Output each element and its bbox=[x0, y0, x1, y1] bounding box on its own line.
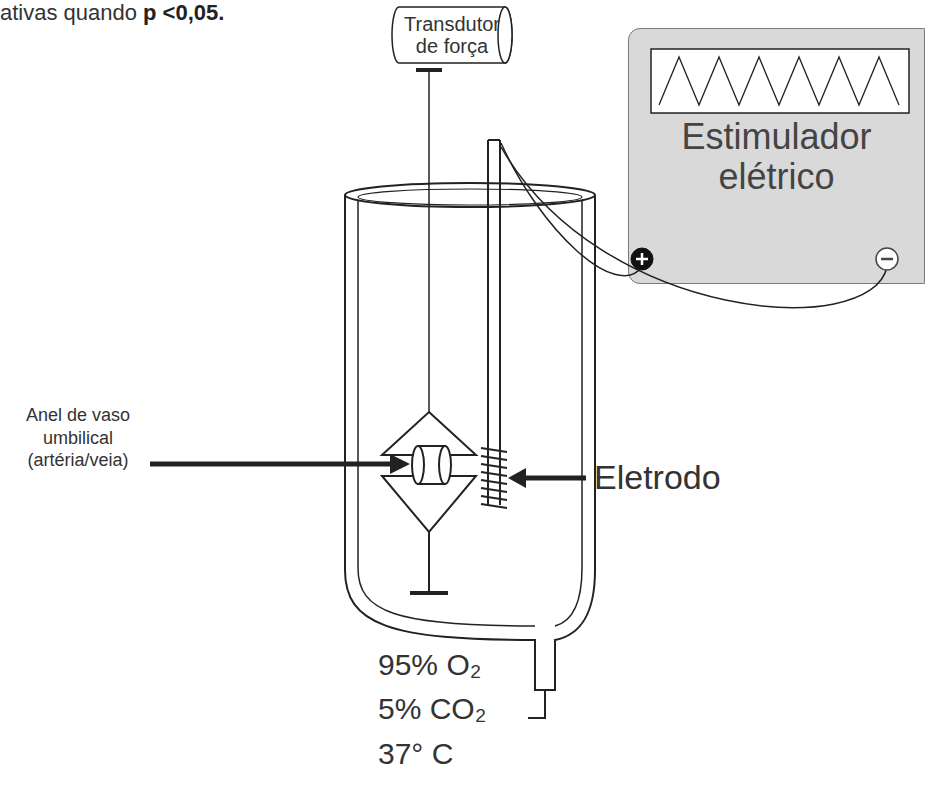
pointer-arrowhead bbox=[390, 454, 410, 474]
positive-terminal bbox=[631, 248, 653, 270]
electrode-coil bbox=[481, 448, 507, 508]
node-label: Estimulador elétrico bbox=[635, 117, 918, 196]
vessel-ring-end bbox=[412, 446, 424, 484]
pointer-arrowhead bbox=[508, 468, 526, 488]
node-label: Transdutor de força bbox=[398, 13, 506, 57]
pointer-arrow bbox=[524, 476, 586, 481]
electrode-tube bbox=[488, 139, 500, 141]
holder-stem bbox=[428, 532, 430, 592]
organ-bath-rim bbox=[345, 183, 595, 207]
pointer-arrow bbox=[150, 462, 392, 467]
gas-inlet-line bbox=[528, 690, 545, 718]
callout-label: Anel de vaso umbilical (artéria/veia) bbox=[8, 404, 148, 472]
cylinder-end bbox=[498, 7, 512, 63]
plus-sign bbox=[636, 253, 648, 265]
negative-terminal bbox=[876, 248, 898, 270]
vessel-ring-end bbox=[439, 446, 451, 484]
transducer-cylinder: Transdutor de força bbox=[392, 6, 512, 64]
stimulator-screen bbox=[651, 49, 909, 113]
electrode-wire bbox=[501, 143, 642, 276]
stimulator-box: Estimulador elétrico bbox=[628, 28, 925, 284]
minus-sign bbox=[881, 258, 893, 261]
organ-bath-inner-wall bbox=[358, 200, 582, 626]
gas-label: 95% O₂ bbox=[378, 648, 481, 682]
organ-bath-outer-wall bbox=[345, 195, 595, 690]
suspension-thread bbox=[428, 70, 430, 412]
gas-label: 5% CO₂ bbox=[378, 692, 486, 726]
holder-base bbox=[410, 591, 448, 595]
note-text: p <0,05. bbox=[143, 0, 224, 26]
cylinder-body bbox=[392, 7, 512, 63]
organ-bath-inner-rim bbox=[358, 189, 582, 205]
square-wave-trace bbox=[659, 57, 899, 105]
temperature-label: 37° C bbox=[378, 737, 453, 771]
electrode-tube bbox=[487, 140, 489, 505]
note-text: ativas quando bbox=[0, 0, 137, 26]
callout-label: Eletrodo bbox=[594, 458, 721, 497]
